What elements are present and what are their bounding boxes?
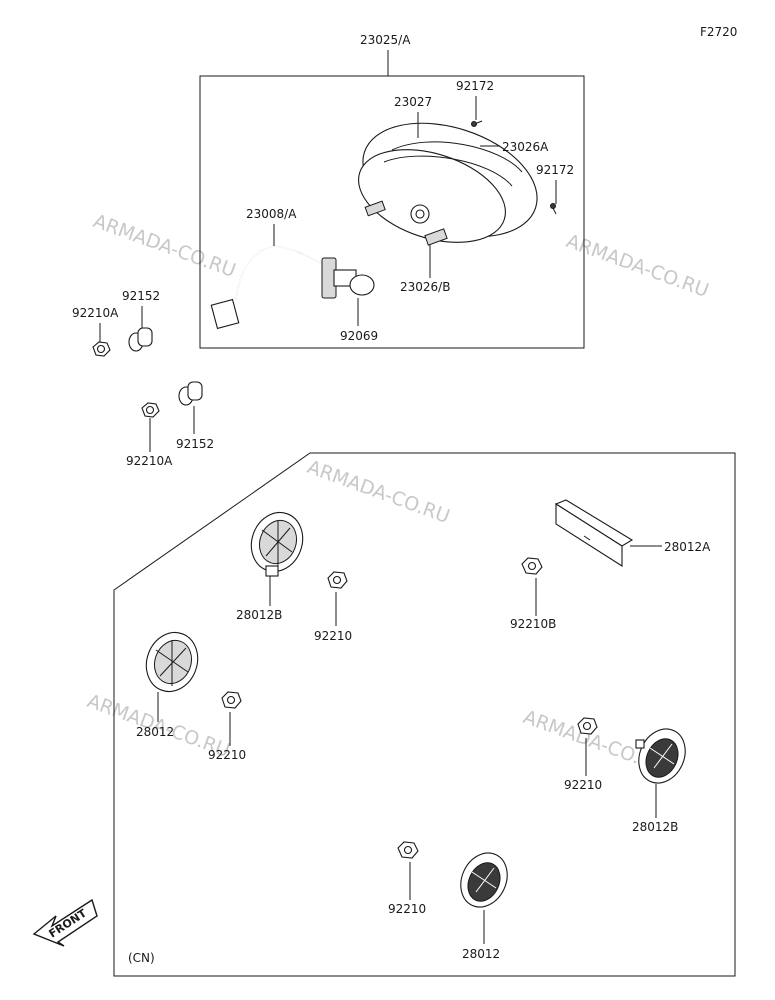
label-assembly: 23025/A (360, 33, 411, 47)
label-screw-right: 92172 (536, 163, 574, 177)
label-socket-stud: 23026/B (400, 280, 450, 294)
figure-code: F2720 (700, 25, 737, 39)
cn-frame (113, 452, 736, 977)
label-reflector-3: 28012B (632, 820, 678, 834)
label-washer-left: 92152 (122, 289, 160, 303)
region-code: (CN) (128, 951, 155, 965)
washer-mid-icon (178, 381, 203, 406)
nut-2-icon (221, 691, 242, 709)
watermarks: ARMADA-CO.RU ARMADA-CO.RU ARMADA-CO.RU A… (84, 210, 711, 778)
label-reflector-2: 28012 (136, 725, 174, 739)
label-reflector-plate: 28012A (664, 540, 711, 554)
label-nut-left: 92210A (72, 306, 119, 320)
label-screw-top: 92172 (456, 79, 494, 93)
label-socket-harness: 23008/A (246, 207, 297, 221)
nut-4-icon (397, 841, 419, 859)
reflector-1-icon (250, 511, 304, 577)
washer-left-icon (128, 327, 153, 352)
socket-harness (210, 245, 357, 330)
assembly-frame (199, 75, 585, 349)
label-nut-mid: 92210A (126, 454, 173, 468)
screw-top-icon (471, 120, 483, 127)
nut-3-icon (577, 717, 598, 735)
reflector-plate-icon (554, 499, 634, 568)
nut-plate-icon (521, 557, 543, 575)
nut-mid-icon (141, 402, 160, 418)
label-lens-rim: 23026A (502, 140, 549, 154)
reflector-3-icon (635, 728, 686, 784)
label-nut-plate: 92210B (510, 617, 556, 631)
watermark-3: ARMADA-CO.RU (304, 456, 452, 528)
front-arrow-icon: FRONT (32, 898, 98, 947)
label-housing: 23027 (394, 95, 432, 109)
label-reflector-4: 28012 (462, 947, 500, 961)
reflector-2-icon (145, 631, 199, 693)
screw-right-icon (550, 203, 557, 215)
label-washer-mid: 92152 (176, 437, 214, 451)
label-nut-4: 92210 (388, 902, 426, 916)
reflector-4-icon (460, 852, 508, 908)
label-reflector-1: 28012B (236, 608, 282, 622)
label-nut-3: 92210 (564, 778, 602, 792)
nut-1-icon (327, 571, 348, 589)
taillight-housing (358, 122, 538, 246)
label-nut-1: 92210 (314, 629, 352, 643)
nut-left-icon (92, 341, 111, 357)
label-nut-2: 92210 (208, 748, 246, 762)
bulb-icon (349, 274, 375, 296)
label-bulb: 92069 (340, 329, 378, 343)
watermark-2: ARMADA-CO.RU (563, 230, 711, 302)
watermark-1: ARMADA-CO.RU (90, 210, 238, 282)
